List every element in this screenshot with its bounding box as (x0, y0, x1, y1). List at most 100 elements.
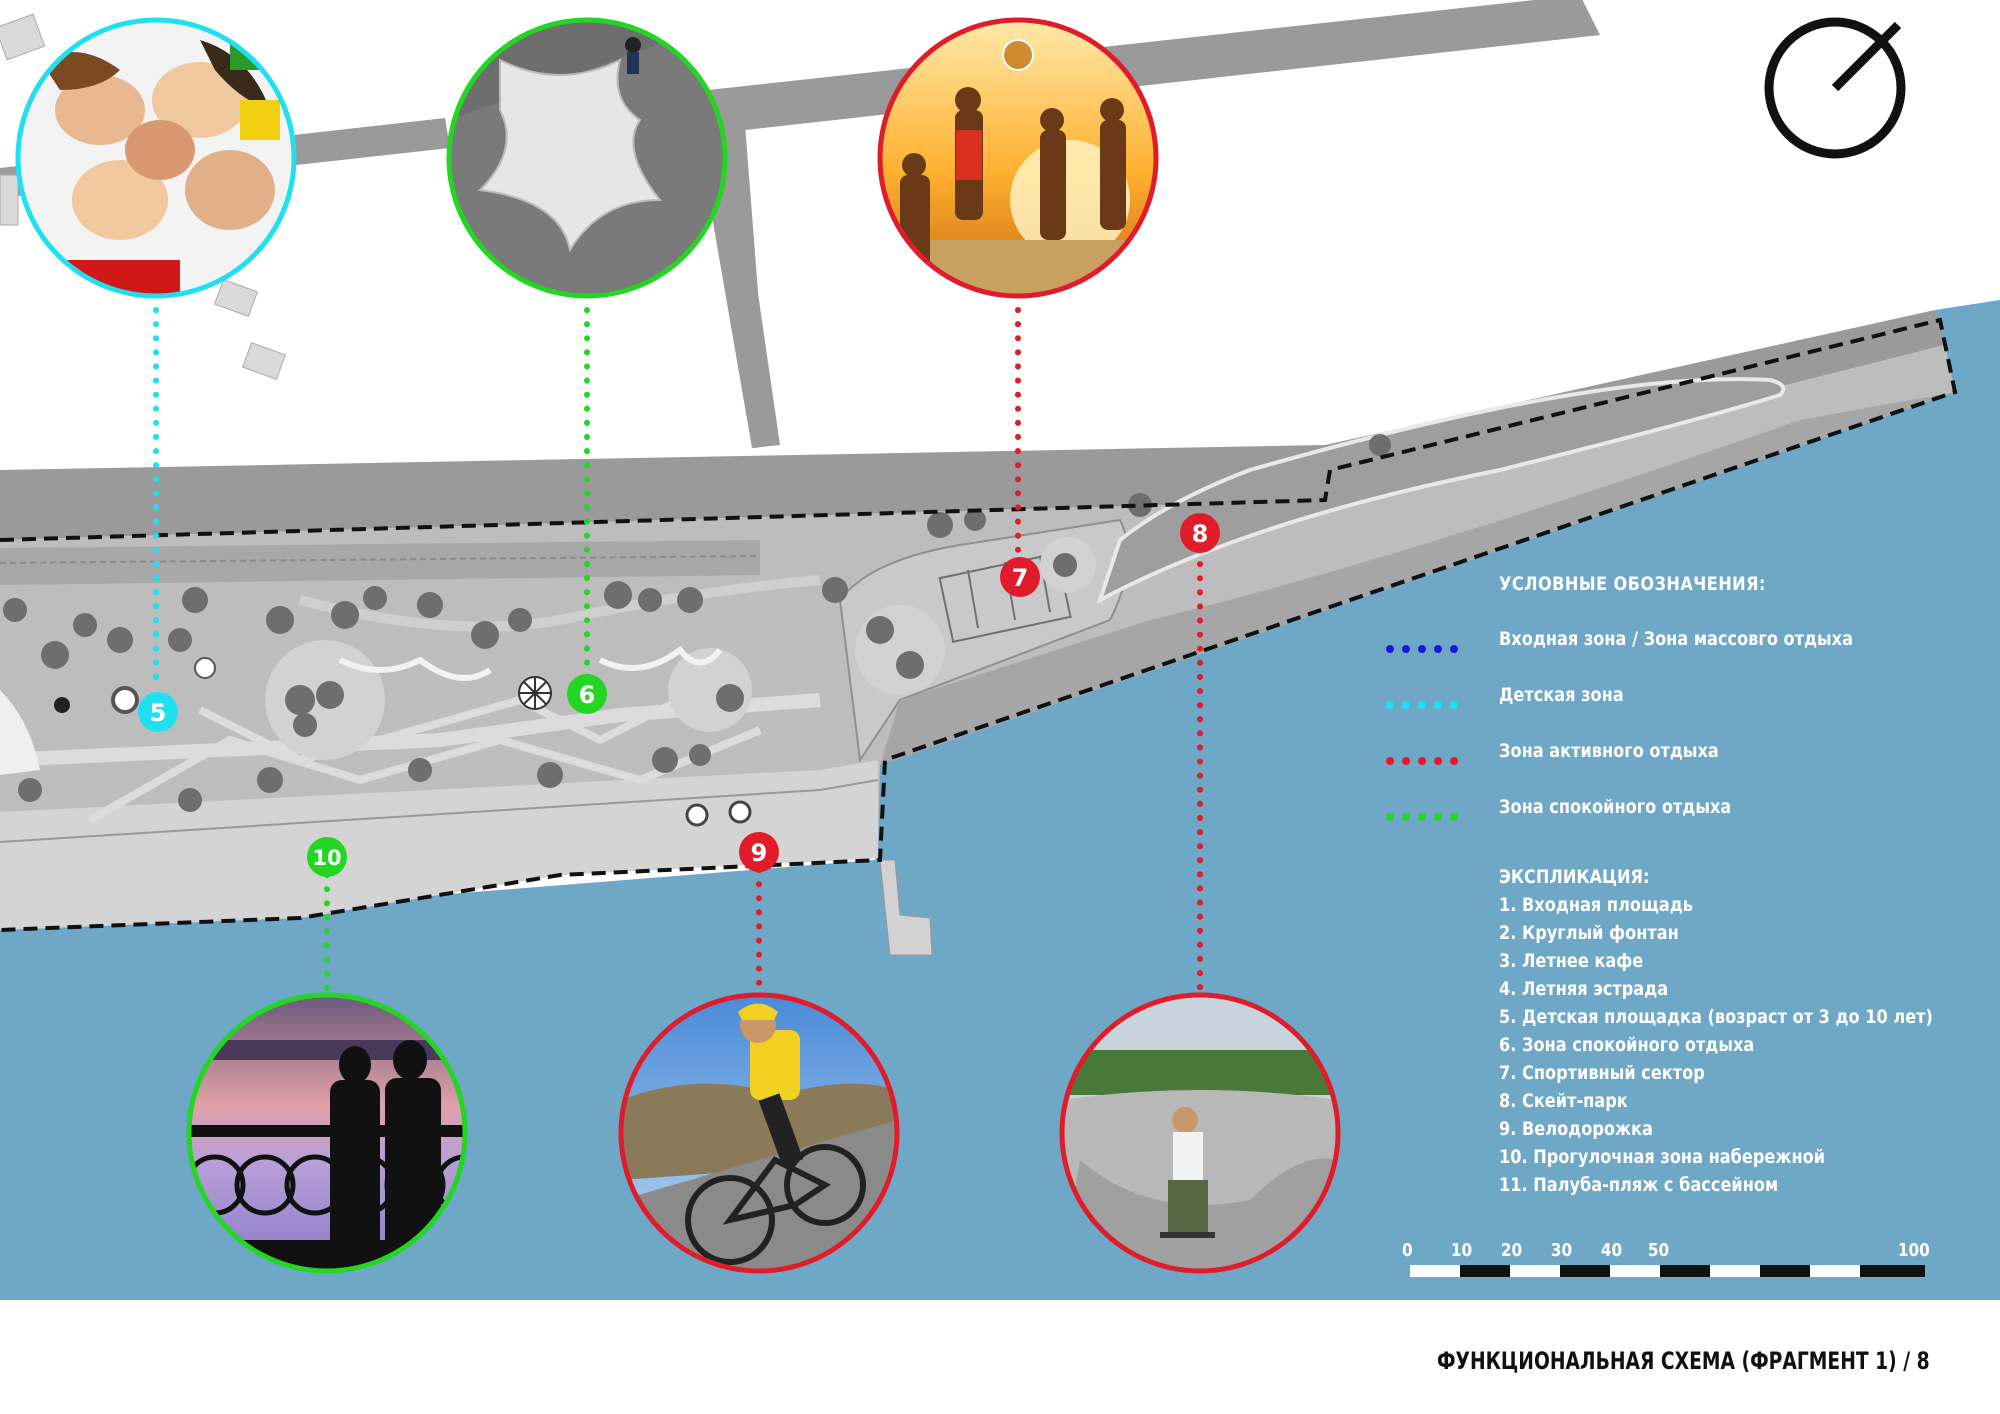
legend-dot (1418, 701, 1426, 709)
photo-skatepark (1062, 995, 1338, 1271)
legend-dot (1418, 757, 1426, 765)
marker-7[interactable]: 7 (1000, 557, 1040, 597)
scale-label: 50 (1647, 1240, 1670, 1261)
marker-5[interactable]: 5 (138, 692, 178, 732)
marker-number: 7 (1012, 564, 1029, 592)
photo-frame (877, 17, 1159, 299)
scale-label: 30 (1550, 1240, 1573, 1261)
legend-dot (1386, 813, 1394, 821)
photo-children (18, 20, 294, 296)
marker-6[interactable]: 6 (567, 674, 607, 714)
photo-frame (1059, 992, 1341, 1274)
explication-item: 8. Скейт-парк (1499, 1090, 1628, 1112)
building (213, 278, 259, 318)
marker-number: 5 (150, 699, 167, 727)
marker-number: 8 (1192, 520, 1209, 548)
scale-bar (1410, 1265, 1925, 1277)
marker-number: 10 (312, 846, 341, 870)
scale-label: 20 (1500, 1240, 1523, 1261)
legend-dot (1434, 645, 1442, 653)
legend-label: Зона активного отдыха (1499, 740, 1719, 762)
footpath (298, 575, 821, 632)
photo-cyclist (621, 995, 897, 1271)
explication-title: ЭКСПЛИКАЦИЯ: (1499, 866, 1650, 888)
building (0, 13, 46, 61)
legend-dot (1418, 645, 1426, 653)
legend-dots-children-zone (1386, 694, 1466, 709)
legend-dot (1402, 701, 1410, 709)
legend-dot (1386, 701, 1394, 709)
explication-item: 3. Летнее кафе (1499, 950, 1644, 972)
fountain-icon (685, 803, 709, 827)
site-boundary (0, 317, 1958, 932)
trees (3, 434, 1391, 812)
photo-frame (186, 992, 468, 1274)
legend-dot (1386, 645, 1394, 653)
pier (879, 859, 933, 956)
photo-couple (189, 995, 465, 1271)
explication-item: 6. Зона спокойного отдыха (1499, 1034, 1755, 1056)
scale-label: 40 (1600, 1240, 1623, 1261)
building (0, 174, 19, 226)
legend-dot (1434, 813, 1442, 821)
legend-dots-entry-zone (1386, 638, 1466, 653)
site-plan-map: 5 6 7 8 9 10 (0, 0, 2000, 1300)
legend-label: Детская зона (1499, 684, 1624, 706)
skate-track (1096, 377, 1786, 605)
legend-dot (1450, 757, 1458, 765)
marker-number: 9 (751, 839, 768, 867)
scale-label: 100 (1897, 1240, 1930, 1261)
marker-8[interactable]: 8 (1180, 513, 1220, 553)
legend-dot (1418, 813, 1426, 821)
legend-dot (1434, 701, 1442, 709)
legend-dot (1386, 757, 1394, 765)
connector-lines (153, 307, 1203, 993)
legend-label: Зона спокойного отдыха (1499, 796, 1732, 818)
photo-frame (618, 992, 900, 1274)
scale-label: 0 (1401, 1240, 1413, 1261)
promenade (0, 760, 878, 930)
legend-dots-active-zone (1386, 750, 1466, 765)
explication-item: 1. Входная площадь (1499, 894, 1693, 916)
explication-item: 10. Прогулочная зона набережной (1499, 1146, 1826, 1168)
legend-dot (1450, 813, 1458, 821)
north-arrow-icon (1764, 17, 1906, 159)
street-branch-2 (698, 135, 780, 448)
explication-item: 5. Детская площадка (возраст от 3 до 10 … (1499, 1006, 1933, 1028)
explication-item: 11. Палуба-пляж с бассейном (1499, 1174, 1779, 1196)
marker-9[interactable]: 9 (739, 832, 779, 872)
legend-dot (1402, 645, 1410, 653)
explication-item: 7. Спортивный сектор (1499, 1062, 1705, 1084)
curved-benches (338, 645, 723, 681)
photo-bench (449, 20, 725, 296)
main-road (0, 310, 1945, 540)
fountain-icon (728, 800, 752, 824)
legend-dot (1402, 813, 1410, 821)
explication-item: 4. Летняя эстрада (1499, 978, 1669, 1000)
footpath (198, 686, 702, 765)
photo-frame (15, 17, 297, 299)
playground-sand (0, 690, 40, 775)
page-title: ФУНКЦИОНАЛЬНАЯ СХЕМА (ФРАГМЕНТ 1) / 8 (1437, 1347, 1930, 1375)
building (241, 341, 287, 381)
playground-element (54, 697, 70, 713)
alley-line (0, 555, 761, 564)
playground-element (111, 686, 139, 714)
legend-dot (1402, 757, 1410, 765)
alley-strip (0, 540, 760, 585)
legend-title: УСЛОВНЫЕ ОБОЗНАЧЕНИЯ: (1499, 573, 1766, 595)
legend-dot (1450, 645, 1458, 653)
marker-number: 6 (579, 681, 596, 709)
pavilion-icon (518, 676, 552, 710)
marker-10[interactable]: 10 (307, 837, 347, 877)
legend-dot (1450, 701, 1458, 709)
legend-dots-quiet-zone (1386, 806, 1466, 821)
playground-element (194, 657, 216, 679)
promenade-edge (0, 779, 879, 843)
legend-label: Входная зона / Зона массовго отдыха (1499, 628, 1853, 650)
legend-dot (1434, 757, 1442, 765)
scale-label: 10 (1450, 1240, 1473, 1261)
explication-item: 2. Круглый фонтан (1499, 922, 1679, 944)
photo-frame (446, 17, 728, 299)
explication-item: 9. Велодорожка (1499, 1118, 1653, 1140)
